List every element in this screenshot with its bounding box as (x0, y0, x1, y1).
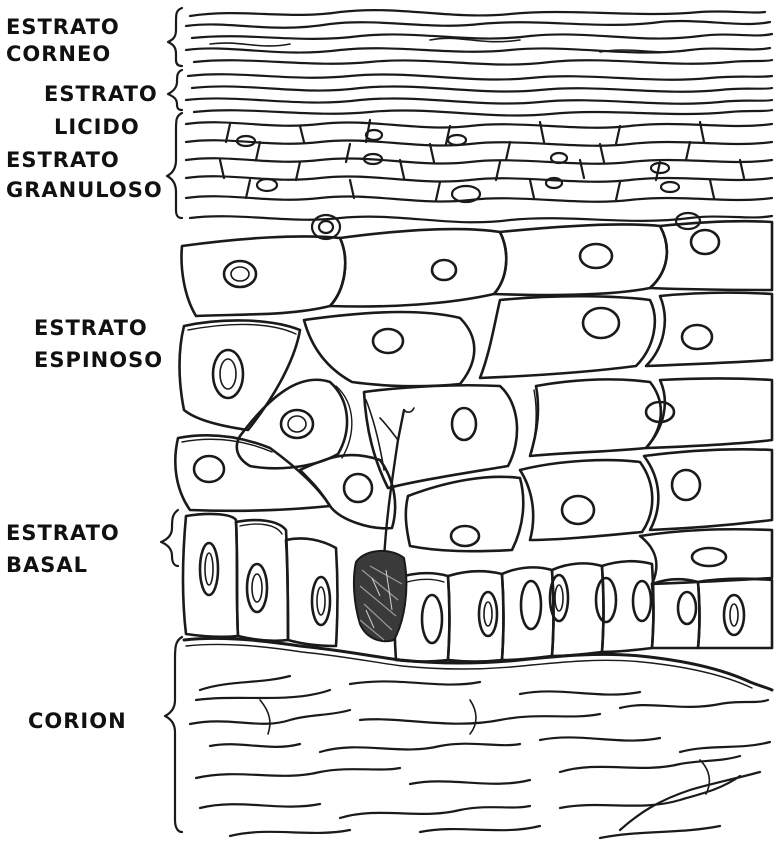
stratum-spinosum (175, 221, 772, 584)
stratum-granulosum (186, 120, 772, 239)
brace-granuloso (167, 113, 182, 218)
brace-corion (165, 637, 182, 832)
stratum-corneum (186, 10, 772, 64)
corion (190, 676, 770, 838)
brace-basal (161, 510, 178, 566)
layer-braces (161, 8, 182, 832)
brace-corneo (168, 8, 182, 66)
brace-lucido (168, 70, 182, 110)
stratum-lucidum (186, 74, 772, 115)
stratum-basale (183, 514, 772, 662)
melanocyte (354, 551, 406, 641)
